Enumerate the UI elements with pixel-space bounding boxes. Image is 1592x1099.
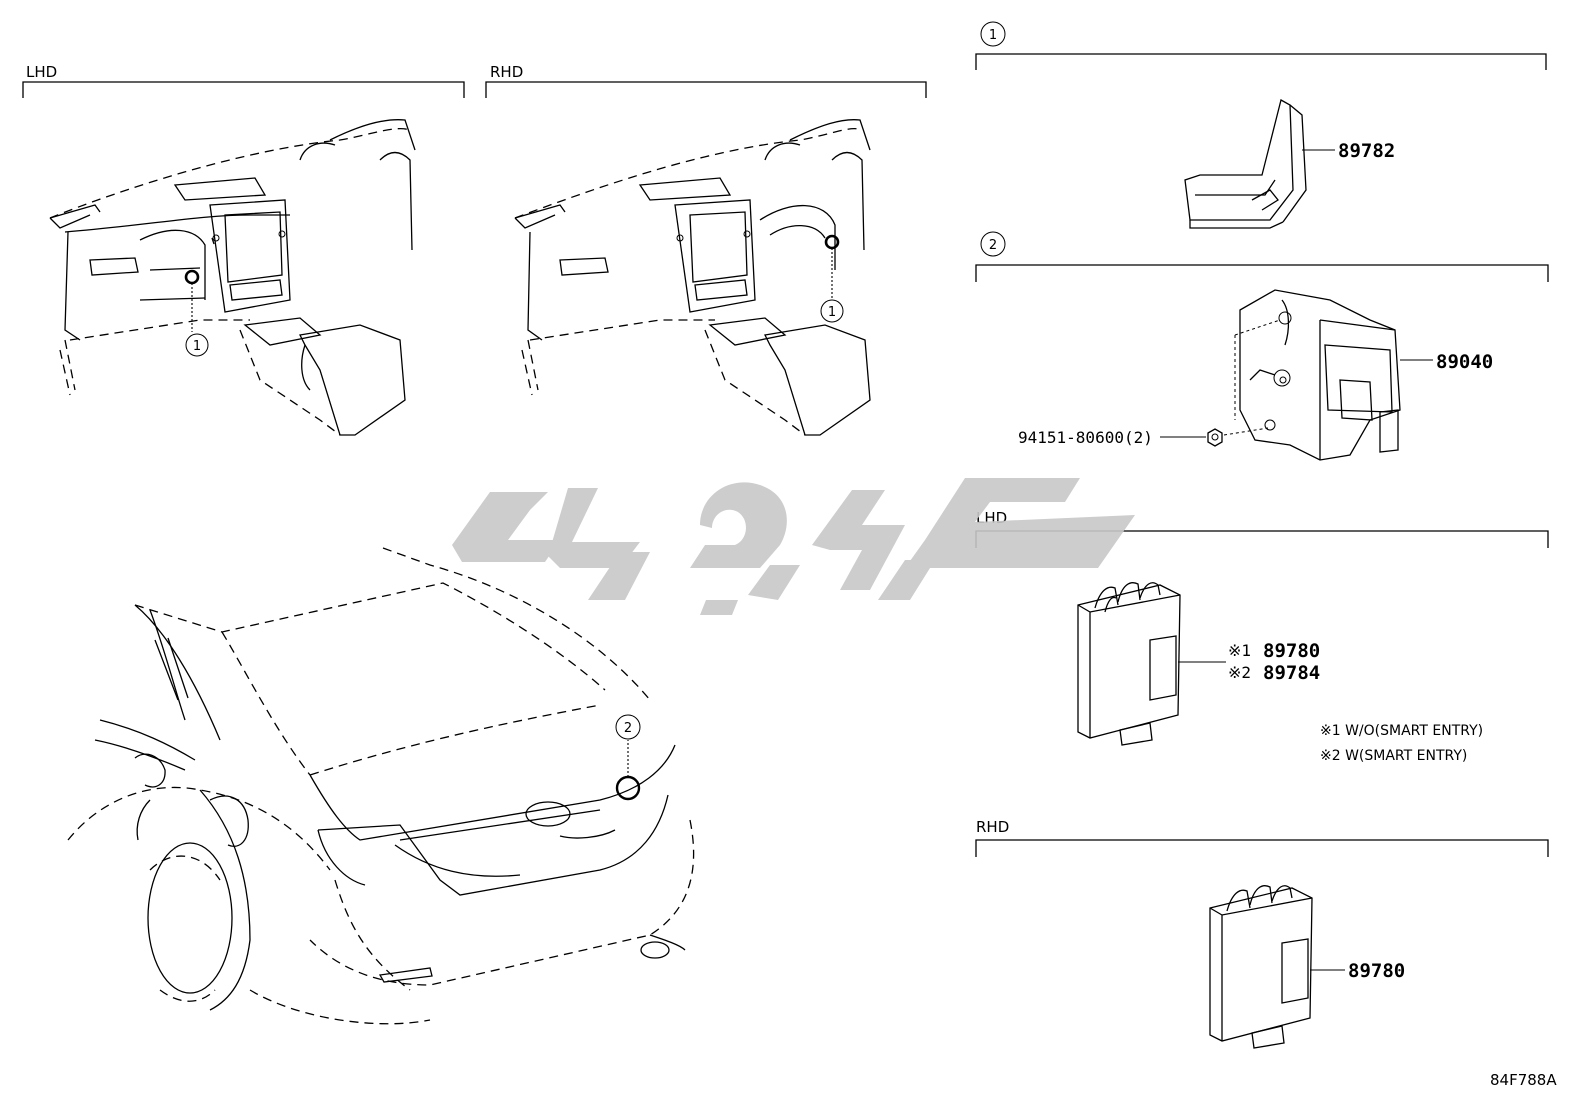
callout-lhd-dash: 1 <box>185 333 209 357</box>
part-94151-nut <box>1160 427 1269 447</box>
note-mark-2: ※2 <box>1228 663 1251 682</box>
part-label-89782: 89782 <box>1338 140 1395 162</box>
legend-note-2: ※2 W(SMART ENTRY) <box>1320 748 1467 764</box>
part-rhd-module <box>1209 885 1345 1049</box>
part-89782-bracket <box>1184 99 1335 229</box>
svg-text:1: 1 <box>828 305 836 320</box>
dashboard-rhd-illustration <box>514 119 871 436</box>
vehicle-rear-illustration <box>67 547 695 1025</box>
part-label-89780-lhd: 89780 <box>1263 640 1320 662</box>
part-label-89780-rhd: 89780 <box>1348 960 1405 982</box>
bracket-rhd-right <box>975 839 1549 857</box>
watermark-logo <box>452 478 1135 615</box>
label-rhd-right: RHD <box>976 818 1009 836</box>
part-label-89784-lhd: 89784 <box>1263 662 1320 684</box>
dashboard-lhd-illustration <box>49 119 416 436</box>
svg-text:2: 2 <box>989 238 997 253</box>
note-mark-1: ※1 <box>1228 641 1251 660</box>
part-lhd-module <box>1077 582 1226 746</box>
ref-circle-2: 2 <box>980 231 1006 257</box>
svg-text:2: 2 <box>624 721 632 736</box>
bracket-ref2 <box>975 264 1549 282</box>
label-lhd-top: LHD <box>26 63 57 81</box>
callout-rhd-dash: 1 <box>820 299 844 323</box>
ref-circle-1: 1 <box>980 21 1006 47</box>
label-rhd-top: RHD <box>490 63 523 81</box>
svg-text:1: 1 <box>989 28 997 43</box>
diagram-code: 84F788A <box>1490 1071 1557 1089</box>
bracket-lhd-top <box>22 81 465 98</box>
bracket-rhd-top <box>485 81 927 98</box>
legend-note-1: ※1 W/O(SMART ENTRY) <box>1320 723 1483 739</box>
svg-text:1: 1 <box>193 339 201 354</box>
callout-rear: 2 <box>615 714 641 740</box>
bracket-ref1 <box>975 53 1547 70</box>
part-label-94151: 94151-80600(2) <box>1018 428 1153 447</box>
part-label-89040: 89040 <box>1436 351 1493 373</box>
part-89040-sensor <box>1234 289 1433 461</box>
